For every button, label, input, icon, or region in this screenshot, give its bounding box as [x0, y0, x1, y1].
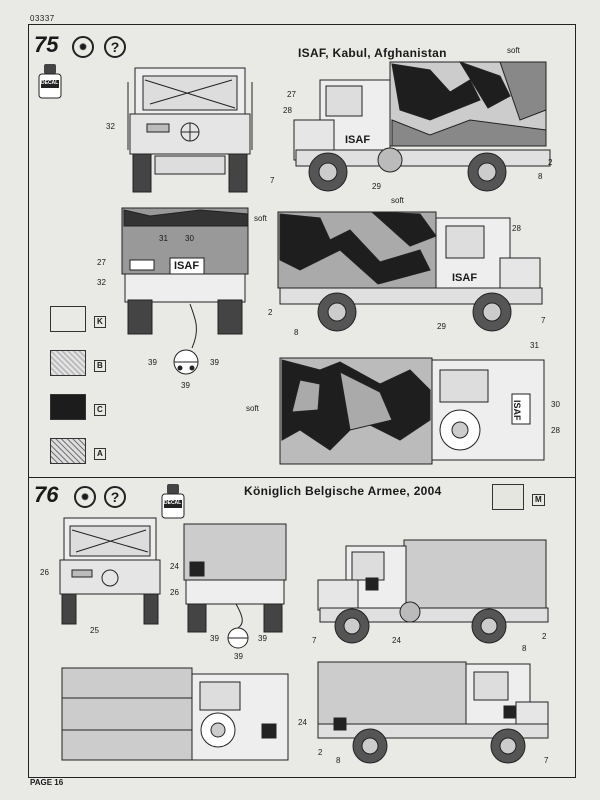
color-swatch-m	[492, 484, 524, 510]
decal-bottle-icon: DECAL	[160, 484, 186, 520]
side-view-truck-left-1	[293, 61, 551, 192]
section-76-number: 76	[34, 482, 59, 507]
callout: 25	[90, 626, 99, 635]
soft-label-1: soft	[507, 46, 520, 55]
color-swatch-k	[50, 306, 86, 332]
side-view-truck-right-1	[277, 211, 543, 332]
callout: 39	[234, 652, 243, 661]
decal-bottle-icon: DECAL	[37, 64, 63, 100]
callout: 26	[170, 588, 179, 597]
callout: 24	[170, 562, 179, 571]
callout: 30	[185, 234, 194, 243]
top-view-truck-76	[61, 667, 289, 761]
isaf-marking-3: ISAF	[452, 272, 478, 284]
callout: 7	[270, 176, 275, 185]
callout: 29	[372, 182, 381, 191]
color-code-a: A	[94, 448, 106, 460]
paint-mix-icon: ✺	[72, 36, 94, 58]
callout: 39	[210, 358, 219, 367]
callout: 28	[283, 106, 292, 115]
front-view-truck-76	[59, 517, 161, 625]
color-code-c: C	[94, 404, 106, 416]
callout: 8	[294, 328, 299, 337]
question-icon: ?	[104, 486, 126, 508]
isaf-marking-1: ISAF	[345, 134, 371, 146]
callout: 8	[522, 644, 527, 653]
callout: 39	[210, 634, 219, 643]
top-view-truck	[279, 357, 545, 465]
callout: 8	[336, 756, 341, 765]
color-code-m: M	[532, 494, 545, 506]
callout: 24	[298, 718, 307, 727]
callout: 32	[106, 122, 115, 131]
soft-label-3: soft	[391, 196, 404, 205]
isaf-marking-4: ISAF	[512, 400, 522, 421]
soft-label-2: soft	[254, 214, 267, 223]
decal-label: DECAL	[164, 500, 182, 506]
callout: 39	[258, 634, 267, 643]
callout: 7	[312, 636, 317, 645]
color-swatch-a	[50, 438, 86, 464]
section-divider	[28, 477, 576, 478]
rear-view-truck-76	[183, 523, 287, 649]
soft-label-4: soft	[246, 404, 259, 413]
front-view-truck	[127, 67, 253, 193]
callout: 32	[97, 278, 106, 287]
question-icon: ?	[104, 36, 126, 58]
side-view-truck-left-76	[317, 539, 549, 644]
color-code-b: B	[94, 360, 106, 372]
section-75-title: ISAF, Kabul, Afghanistan	[298, 46, 447, 60]
side-view-truck-right-76	[317, 661, 549, 764]
callout: 24	[392, 636, 401, 645]
page-number: PAGE 16	[30, 778, 64, 787]
section-75-number: 75	[34, 32, 59, 57]
rear-view-truck	[121, 207, 249, 375]
callout: 2	[268, 308, 273, 317]
callout: 31	[159, 234, 168, 243]
isaf-marking-2: ISAF	[174, 260, 200, 272]
callout: 39	[181, 381, 190, 390]
catalog-number: 03337	[30, 14, 55, 23]
callout: 7	[544, 756, 549, 765]
color-code-k: K	[94, 316, 106, 328]
callout: 27	[287, 90, 296, 99]
callout: 28	[551, 426, 560, 435]
callout: 30	[551, 400, 560, 409]
color-swatch-b	[50, 350, 86, 376]
callout: 39	[148, 358, 157, 367]
callout: 31	[530, 341, 539, 350]
color-swatch-c	[50, 394, 86, 420]
callout: 7	[541, 316, 546, 325]
callout: 29	[437, 322, 446, 331]
callout: 2	[318, 748, 323, 757]
callout: 27	[97, 258, 106, 267]
callout: 28	[512, 224, 521, 233]
callout: 2	[548, 158, 553, 167]
callout: 2	[542, 632, 547, 641]
callout: 8	[538, 172, 543, 181]
paint-mix-icon: ✺	[74, 486, 96, 508]
section-76-title: Königlich Belgische Armee, 2004	[244, 484, 442, 498]
callout: 26	[40, 568, 49, 577]
decal-label: DECAL	[41, 80, 59, 86]
page-frame	[28, 24, 576, 778]
